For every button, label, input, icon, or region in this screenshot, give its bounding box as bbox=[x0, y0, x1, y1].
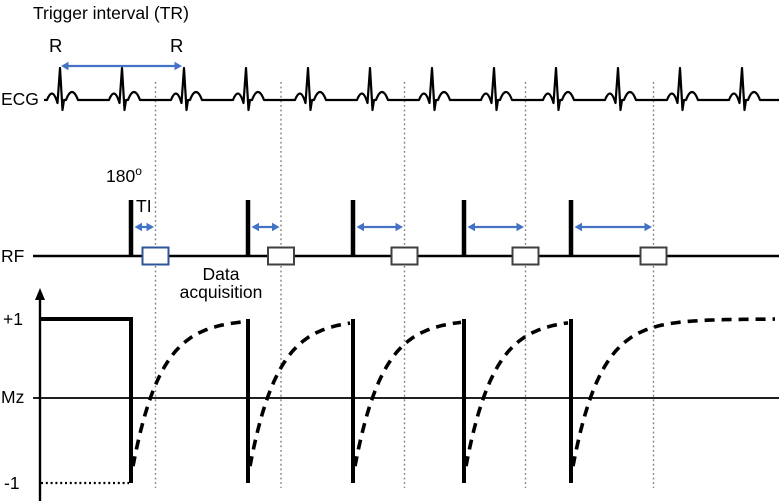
flip-angle-label: 180o bbox=[106, 165, 142, 185]
t1-recovery-curve bbox=[131, 319, 246, 467]
trigger-interval-arrow-right-head bbox=[174, 61, 182, 71]
ti-arrow-left-head bbox=[467, 222, 475, 232]
mz-row-label: Mz bbox=[1, 387, 25, 407]
t1-recovery-curve bbox=[571, 317, 775, 467]
t1-recovery-curve bbox=[353, 320, 462, 467]
ti-arrow-left-head bbox=[134, 222, 142, 232]
t1-recovery-curve bbox=[248, 321, 351, 467]
ecg-row-label: ECG bbox=[1, 89, 39, 109]
data-acquisition-box bbox=[267, 246, 295, 266]
rf-row-label: RF bbox=[1, 246, 25, 266]
flip-angle-value: 180 bbox=[106, 165, 136, 186]
data-acquisition-box bbox=[390, 246, 419, 266]
data-acquisition-label: Data acquisition bbox=[160, 265, 282, 302]
data-acquisition-box bbox=[141, 246, 170, 266]
data-acquisition-label-line2: acquisition bbox=[179, 282, 263, 303]
ti-arrow-left-head bbox=[574, 222, 582, 232]
ecg-trace bbox=[44, 66, 779, 112]
ti-arrow-right-head bbox=[272, 222, 280, 232]
ti-arrow-right-head bbox=[395, 222, 403, 232]
mz-plus-one-label: +1 bbox=[3, 309, 23, 329]
ti-arrow-right-head bbox=[146, 222, 154, 232]
figure-title: Trigger interval (TR) bbox=[33, 3, 189, 23]
r-wave-label-left: R bbox=[49, 35, 63, 56]
ti-arrow-right-head bbox=[644, 222, 652, 232]
mz-minus-one-label: -1 bbox=[4, 473, 20, 493]
mz-axis-arrowhead bbox=[35, 288, 45, 300]
data-acquisition-box bbox=[639, 246, 668, 266]
ti-label: TI bbox=[136, 196, 152, 216]
r-wave-label-right: R bbox=[170, 35, 184, 56]
ti-arrow-right-head bbox=[516, 222, 524, 232]
data-acquisition-label-line1: Data bbox=[202, 264, 240, 284]
ti-arrow-left-head bbox=[251, 222, 259, 232]
ti-arrow-left-head bbox=[356, 222, 364, 232]
data-acquisition-box bbox=[511, 246, 540, 266]
flip-angle-degree-mark: o bbox=[135, 164, 142, 178]
t1-recovery-curve bbox=[464, 321, 569, 467]
trigger-interval-arrow-left-head bbox=[61, 61, 69, 71]
